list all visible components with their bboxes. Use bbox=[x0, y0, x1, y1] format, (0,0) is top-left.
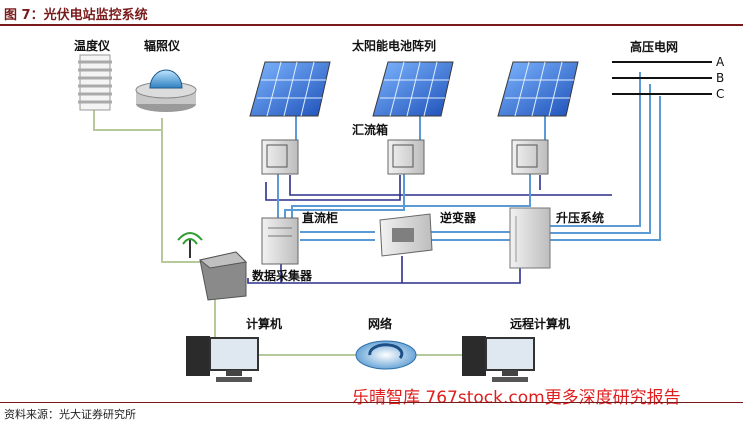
combiner-box-2 bbox=[387, 139, 425, 175]
data-lines bbox=[247, 175, 612, 284]
source-note: 资料来源：光大证券研究所 bbox=[4, 408, 136, 421]
transformer-icon bbox=[509, 207, 551, 269]
solar-panel-1 bbox=[249, 61, 331, 117]
pv-array-label: 太阳能电池阵列 bbox=[352, 38, 436, 53]
combiner-label: 汇流箱 bbox=[352, 122, 388, 137]
phase-b-label: B bbox=[716, 71, 724, 85]
irradiance-label: 辐照仪 bbox=[144, 38, 181, 53]
thermometer-label: 温度仪 bbox=[74, 38, 111, 53]
inverter-label: 逆变器 bbox=[440, 210, 477, 225]
data-collector-label: 数据采集器 bbox=[252, 268, 313, 283]
network-label: 网络 bbox=[368, 316, 392, 331]
dc-cabinet-label: 直流柜 bbox=[302, 210, 338, 225]
remote-computer-icon bbox=[462, 336, 535, 382]
combiner-box-1 bbox=[261, 139, 299, 175]
sensor-lines bbox=[93, 110, 216, 356]
power-lines bbox=[277, 72, 661, 241]
watermark: 乐晴智库 767stock.com更多深度研究报告 bbox=[352, 388, 681, 408]
data-collector-icon bbox=[177, 232, 248, 301]
figure-title: 图 7：光伏电站监控系统 bbox=[4, 8, 148, 23]
phase-c-label: C bbox=[716, 87, 724, 101]
thermometer-icon bbox=[78, 54, 112, 111]
transformer-label: 升压系统 bbox=[556, 210, 604, 225]
computer-label: 计算机 bbox=[246, 316, 282, 331]
title-divider bbox=[0, 24, 743, 26]
grid-lines bbox=[612, 61, 712, 95]
footer-divider bbox=[0, 402, 743, 403]
dc-cabinet-icon bbox=[261, 217, 299, 265]
network-icon bbox=[355, 340, 417, 370]
irradiance-sensor-icon bbox=[135, 69, 197, 112]
grid-label: 高压电网 bbox=[630, 39, 678, 54]
phase-a-label: A bbox=[716, 55, 725, 69]
solar-panel-2 bbox=[372, 61, 454, 117]
remote-computer-label: 远程计算机 bbox=[510, 316, 570, 331]
inverter-icon bbox=[379, 213, 433, 257]
solar-panel-3 bbox=[497, 61, 579, 117]
combiner-box-3 bbox=[511, 139, 549, 175]
computer-icon bbox=[186, 336, 259, 382]
